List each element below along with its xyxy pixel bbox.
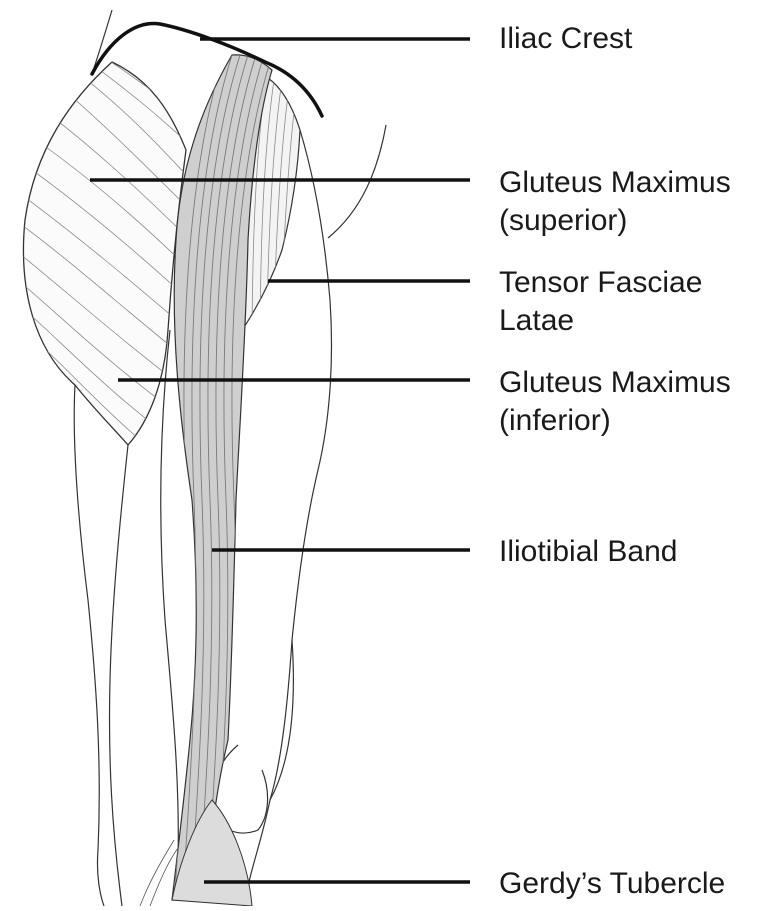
label-gerdys-tubercle: Gerdy’s Tubercle xyxy=(499,865,725,903)
label-iliac-crest-text: Iliac Crest xyxy=(499,20,632,58)
label-iliac-crest: Iliac Crest xyxy=(499,20,632,58)
label-gluteus-superior-line1: Gluteus Maximus xyxy=(499,164,731,202)
label-iliotibial-band: Iliotibial Band xyxy=(499,533,677,571)
label-gluteus-maximus-superior: Gluteus Maximus (superior) xyxy=(499,164,731,240)
label-itb-text: Iliotibial Band xyxy=(499,533,677,571)
label-gerdys-text: Gerdy’s Tubercle xyxy=(499,865,725,903)
label-gluteus-inferior-line1: Gluteus Maximus xyxy=(499,364,731,402)
label-tfl-line2: Latae xyxy=(499,302,702,340)
label-tensor-fasciae-latae: Tensor Fasciae Latae xyxy=(499,264,702,340)
label-gluteus-superior-line2: (superior) xyxy=(499,202,731,240)
label-gluteus-maximus-inferior: Gluteus Maximus (inferior) xyxy=(499,364,731,440)
label-tfl-line1: Tensor Fasciae xyxy=(499,264,702,302)
label-gluteus-inferior-line2: (inferior) xyxy=(499,402,731,440)
